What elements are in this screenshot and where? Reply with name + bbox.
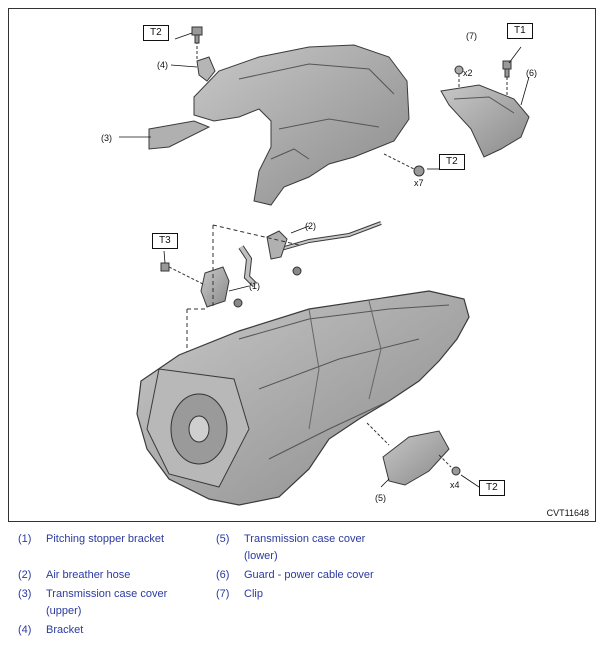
legend-num: (5) xyxy=(216,533,230,545)
bolt-t3 xyxy=(160,262,206,286)
quantity-x7: x7 xyxy=(414,178,424,188)
clip-7 xyxy=(454,65,464,89)
exploded-diagram: T2 T1 T2 T3 T2 (1) (2) (3) (4) (5) (6) (… xyxy=(8,8,596,522)
legend-num: (2) xyxy=(18,569,32,581)
legend-text: Clip xyxy=(244,588,263,600)
mounting-guide-lines xyxy=(186,224,300,364)
legend-text: Bracket xyxy=(46,624,84,636)
transmission-case-cover-upper xyxy=(193,44,410,206)
legend-text: Pitching stopper bracket xyxy=(46,533,165,545)
legend-num: (3) xyxy=(18,588,32,600)
legend-text: Guard - power cable cover xyxy=(244,569,374,581)
callout-7: (7) xyxy=(466,31,477,41)
torque-tag-t2-top: T2 xyxy=(143,25,169,41)
callout-1: (1) xyxy=(249,281,260,291)
callout-4: (4) xyxy=(157,60,168,70)
bolt-t2-x4 xyxy=(438,454,461,476)
torque-tag-t2-lower: T2 xyxy=(479,480,505,496)
parts-legend: (1) Pitching stopper bracket (2) Air bre… xyxy=(8,528,598,643)
quantity-x2: x2 xyxy=(463,68,473,78)
bolt-t2-top xyxy=(191,26,203,59)
legend-num: (7) xyxy=(216,588,230,600)
callout-6: (6) xyxy=(526,68,537,78)
callout-3: (3) xyxy=(101,133,112,143)
cover-strap xyxy=(148,120,211,150)
bracket-4 xyxy=(196,56,216,82)
legend-num: (6) xyxy=(216,569,230,581)
air-breather-hose xyxy=(238,221,382,288)
leader-lines xyxy=(119,32,530,488)
callout-2: (2) xyxy=(305,221,316,231)
torque-tag-t2-cover: T2 xyxy=(439,154,465,170)
transmission-assembly xyxy=(136,290,470,506)
figure-code: CVT11648 xyxy=(546,508,589,518)
quantity-x4: x4 xyxy=(450,480,460,490)
guard-power-cable-cover xyxy=(440,84,530,158)
legend-text: Air breather hose xyxy=(46,569,131,581)
legend-text: Transmission case cover (upper) xyxy=(46,588,168,617)
bolt-t1 xyxy=(502,60,512,97)
pitching-stopper-bracket xyxy=(200,266,243,308)
diagram-artwork xyxy=(119,26,530,506)
legend-num: (4) xyxy=(18,624,32,636)
legend-text: Transmission case cover (lower) xyxy=(244,533,366,562)
legend-num: (1) xyxy=(18,533,32,545)
bolt-t2-x7 xyxy=(383,153,425,177)
callout-5: (5) xyxy=(375,493,386,503)
transmission-case-cover-lower xyxy=(366,422,450,486)
torque-tag-t3: T3 xyxy=(152,233,178,249)
torque-tag-t1: T1 xyxy=(507,23,533,39)
